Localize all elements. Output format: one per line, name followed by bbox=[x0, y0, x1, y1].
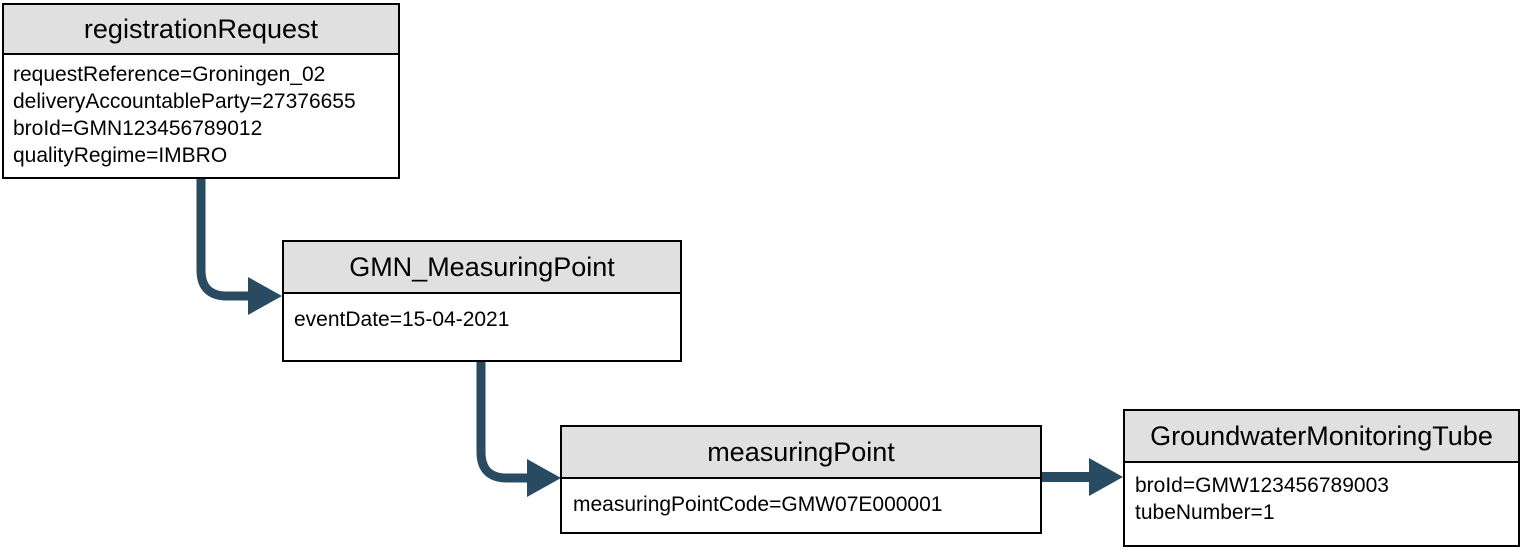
node-attribute: measuringPointCode=GMW07E000001 bbox=[573, 493, 943, 516]
node-attributes: requestReference=Groningen_02 deliveryAc… bbox=[4, 55, 398, 175]
node-attributes: measuringPointCode=GMW07E000001 bbox=[562, 479, 1040, 530]
node-attribute: qualityRegime=IMBRO bbox=[13, 144, 228, 167]
edge-arrowhead-2 bbox=[527, 459, 561, 497]
node-attribute: deliveryAccountableParty=27376655 bbox=[13, 90, 356, 113]
node-registration-request: registrationRequest requestReference=Gro… bbox=[2, 3, 400, 179]
edge-arrowhead-1 bbox=[248, 277, 282, 315]
edge-arrowhead-3 bbox=[1089, 458, 1123, 496]
node-measuring-point: measuringPoint measuringPointCode=GMW07E… bbox=[560, 425, 1042, 534]
edge-gmn-measuringpoint-to-measuringpoint bbox=[476, 362, 529, 483]
node-title: GroundwaterMonitoringTube bbox=[1125, 411, 1518, 463]
node-title: measuringPoint bbox=[562, 427, 1040, 479]
node-attribute: requestReference=Groningen_02 bbox=[13, 63, 326, 86]
node-title: GMN_MeasuringPoint bbox=[284, 242, 680, 294]
node-attributes: broId=GMW123456789003 tubeNumber=1 bbox=[1125, 463, 1518, 535]
node-title: registrationRequest bbox=[4, 5, 398, 55]
node-gmn-measuring-point: GMN_MeasuringPoint eventDate=15-04-2021 bbox=[282, 240, 682, 362]
node-attribute: tubeNumber=1 bbox=[1135, 501, 1275, 524]
node-attribute: broId=GMN123456789012 bbox=[13, 117, 263, 140]
node-attributes: eventDate=15-04-2021 bbox=[284, 294, 680, 345]
node-attribute: eventDate=15-04-2021 bbox=[294, 308, 510, 331]
edge-registrationrequest-to-gmn-measuringpoint bbox=[196, 179, 250, 301]
node-groundwater-monitoring-tube: GroundwaterMonitoringTube broId=GMW12345… bbox=[1123, 409, 1520, 547]
node-attribute: broId=GMW123456789003 bbox=[1135, 474, 1389, 497]
